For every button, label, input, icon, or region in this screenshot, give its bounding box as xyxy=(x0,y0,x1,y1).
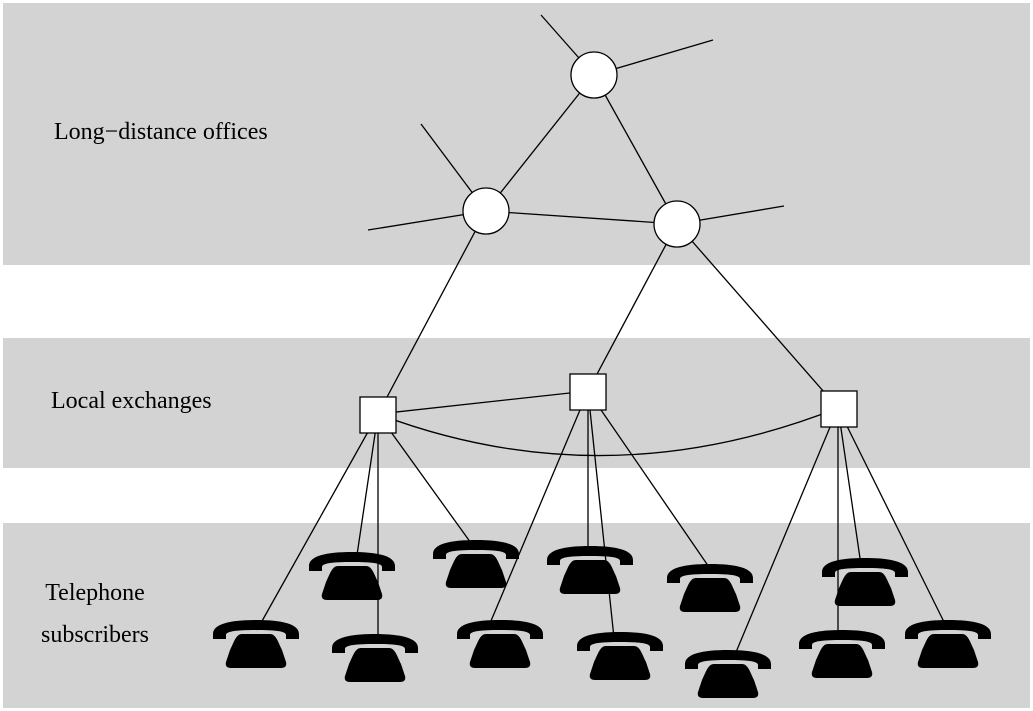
telephone-icon xyxy=(457,620,543,668)
subscriber-label: Telephone subscribers xyxy=(41,580,149,648)
long-distance-offices xyxy=(462,51,701,248)
trunk-links xyxy=(377,210,839,457)
telephone-icon xyxy=(332,634,418,682)
office-node-top xyxy=(570,51,618,99)
office-node-right xyxy=(653,200,701,248)
local-exchange-label: Local exchanges xyxy=(51,388,212,414)
telephone-icon xyxy=(667,564,753,612)
subscriber-lines xyxy=(256,390,948,658)
telephone-icon xyxy=(547,546,633,594)
telephone-icon xyxy=(213,620,299,668)
long-distance-links xyxy=(367,14,785,231)
telephone-icon xyxy=(799,630,885,678)
local-exchange-band xyxy=(3,338,1030,468)
telephone-icon xyxy=(822,558,908,606)
telephone-icon xyxy=(433,540,519,588)
telephones xyxy=(213,540,991,698)
office-node-left xyxy=(462,187,510,235)
telephone-icon xyxy=(905,620,991,668)
long-distance-band xyxy=(3,3,1030,265)
exchange-node-right xyxy=(820,390,858,428)
exchange-node-left xyxy=(359,396,397,434)
long-distance-label: Long−distance offices xyxy=(54,119,268,145)
telephone-icon xyxy=(577,632,663,680)
telephone-icon xyxy=(309,552,395,600)
exchange-node-middle xyxy=(569,373,607,411)
local-exchanges xyxy=(359,373,858,434)
telephone-icon xyxy=(685,650,771,698)
